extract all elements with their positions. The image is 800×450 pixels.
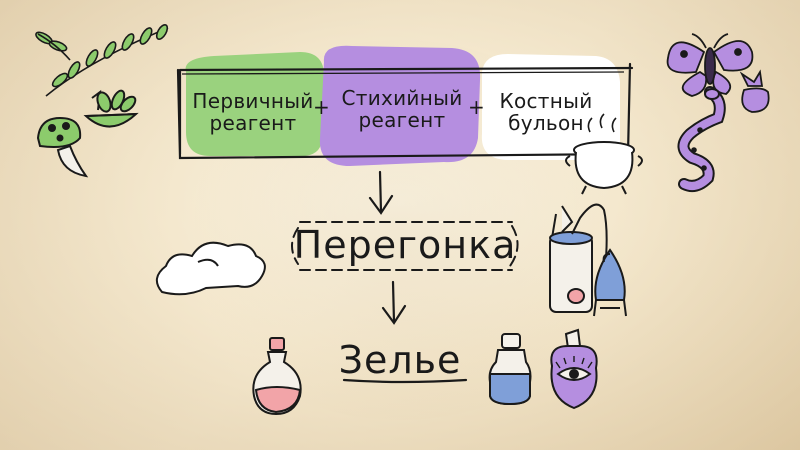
ingredient-bone-broth: Костный бульон bbox=[499, 89, 593, 135]
green-blob bbox=[185, 52, 325, 157]
result-underline bbox=[342, 378, 468, 384]
cloud-icon bbox=[155, 241, 266, 296]
blue-potion-icon bbox=[488, 333, 532, 406]
process-label: Перегонка bbox=[293, 223, 517, 267]
snake-icon bbox=[677, 86, 726, 192]
plus-sign: + bbox=[468, 95, 485, 119]
arrow-to-result bbox=[381, 280, 407, 325]
result-label: Зелье bbox=[338, 338, 462, 382]
moth-icon bbox=[666, 33, 754, 97]
arrow-to-process bbox=[368, 170, 394, 215]
white-blob bbox=[481, 54, 620, 161]
ingredient-primary-reagent: Первичный реагент bbox=[192, 89, 314, 135]
frame-inner-line bbox=[181, 71, 625, 75]
plus-sign: + bbox=[313, 95, 330, 119]
eye-potion-icon bbox=[550, 328, 598, 410]
ingredients-frame bbox=[176, 62, 634, 160]
mushroom-icon bbox=[36, 116, 89, 178]
cauldron-icon bbox=[565, 113, 643, 195]
sprout-bowl-icon bbox=[83, 89, 139, 128]
distiller-icon bbox=[549, 203, 627, 317]
leafy-branch-icon bbox=[35, 23, 169, 97]
process-brackets bbox=[291, 221, 519, 271]
herb-pouch-icon bbox=[739, 69, 770, 113]
ingredient-elemental-reagent: Стихийный реагент bbox=[341, 86, 463, 132]
pink-potion-icon bbox=[252, 337, 302, 416]
purple-blob bbox=[319, 45, 481, 166]
